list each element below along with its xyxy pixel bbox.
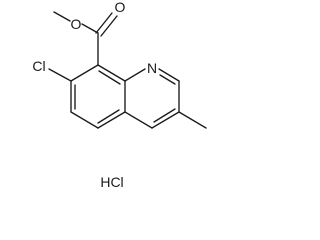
ester-oxygen-carbonyl-bond	[81, 23, 99, 34]
salt-label: HCl	[100, 174, 123, 190]
carbonyl-oxygen-label: O	[115, 0, 126, 15]
ester-oxygen-label: O	[71, 16, 82, 32]
ring-bond-c6-c5	[70, 111, 99, 129]
ring-bond-c4-c4a	[124, 111, 153, 129]
ring-double-bond-inner-5	[153, 108, 176, 123]
chemical-structure: O O Cl N HCl	[32, 0, 207, 190]
nitrogen-label: N	[147, 60, 157, 76]
chlorine-bond	[48, 68, 72, 82]
methyl-ester-bond	[53, 11, 71, 22]
chlorine-label: Cl	[32, 58, 45, 74]
carbonyl-double-bond-a	[95, 12, 113, 34]
methyl-bond	[178, 111, 207, 129]
ring-bond-c3-c4	[151, 111, 180, 129]
ring-double-bond-inner-3	[98, 70, 121, 85]
ring-bond-c5-c4a	[97, 111, 126, 129]
ring-double-bond-inner-4	[159, 74, 176, 85]
ring-double-bond-inner-2	[97, 109, 120, 124]
ring-bond-c8a-n1	[124, 68, 146, 82]
ring-bond-n1-c2	[158, 68, 180, 82]
ring-bond-c8-c7	[70, 64, 99, 82]
ring-bond-c8a-c8	[97, 64, 126, 82]
carbonyl-double-bond-b	[100, 15, 118, 37]
